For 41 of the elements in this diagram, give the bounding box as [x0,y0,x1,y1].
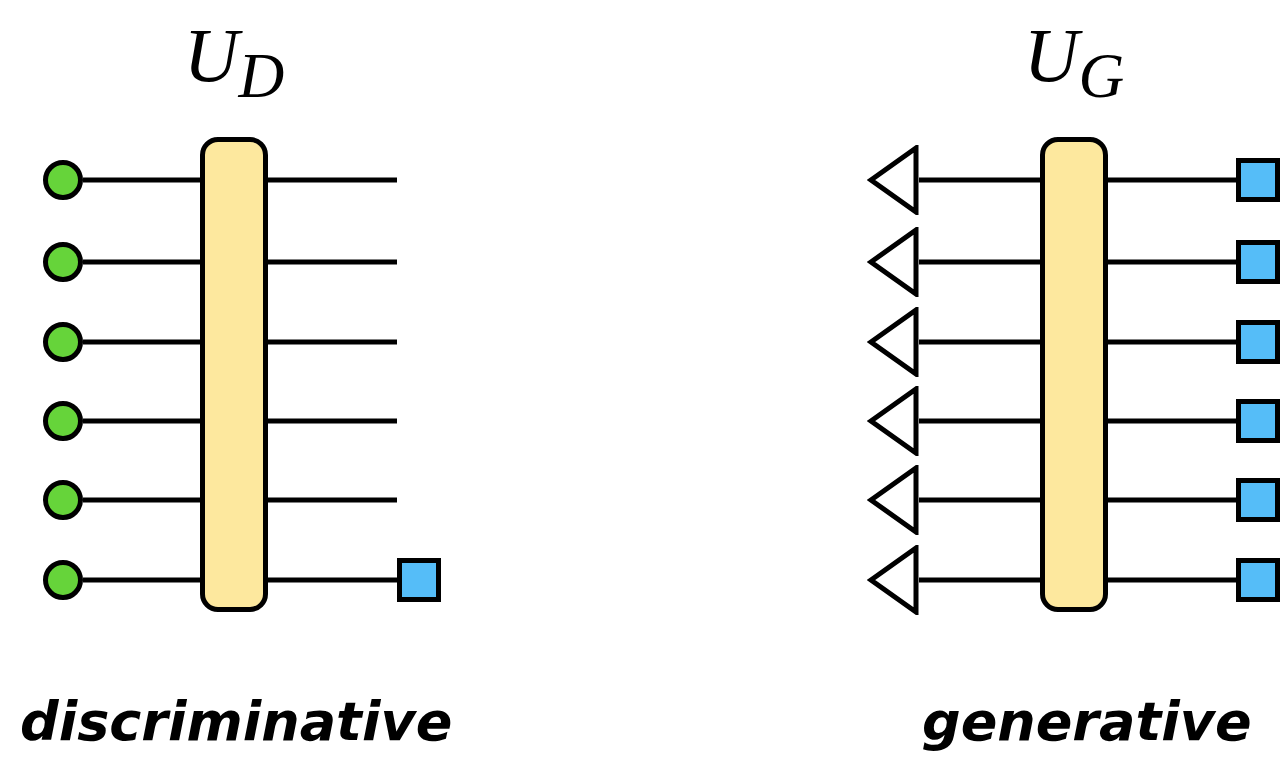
input-circle [43,480,83,520]
output-square [1236,399,1280,443]
input-circle [43,560,83,600]
wire-line [83,577,200,583]
gate-label: U$_{D}$ [182,17,286,109]
caption: generative [922,690,1252,753]
wire-line [919,259,1040,265]
wire-line [919,418,1040,424]
caption: discriminative [20,690,453,753]
wire-line [1108,339,1236,345]
wire-line [1108,259,1236,265]
output-square [397,558,441,602]
input-circle [43,401,83,441]
wire-line [919,339,1040,345]
wire-line [919,577,1040,583]
wire-line [919,497,1040,503]
output-square [1236,558,1280,602]
wire-line [268,497,397,503]
wire-line [268,177,397,183]
input-circle [43,160,83,200]
output-square [1236,478,1280,522]
output-square [1236,240,1280,284]
output-square [1236,320,1280,364]
wire-line [1108,577,1236,583]
wire-line [268,418,397,424]
wire-line [1108,418,1236,424]
wire-line [919,177,1040,183]
input-circle [43,322,83,362]
input-circle [43,242,83,282]
wire-line [83,259,200,265]
wire-line [268,577,397,583]
wire-line [83,418,200,424]
wire-line [268,339,397,345]
wire-line [1108,177,1236,183]
wire-line [83,497,200,503]
wire-line [83,339,200,345]
gate-label: U$_{G}$ [1022,17,1126,109]
wire-line [268,259,397,265]
wire-line [1108,497,1236,503]
output-square [1236,158,1280,202]
wire-line [83,177,200,183]
